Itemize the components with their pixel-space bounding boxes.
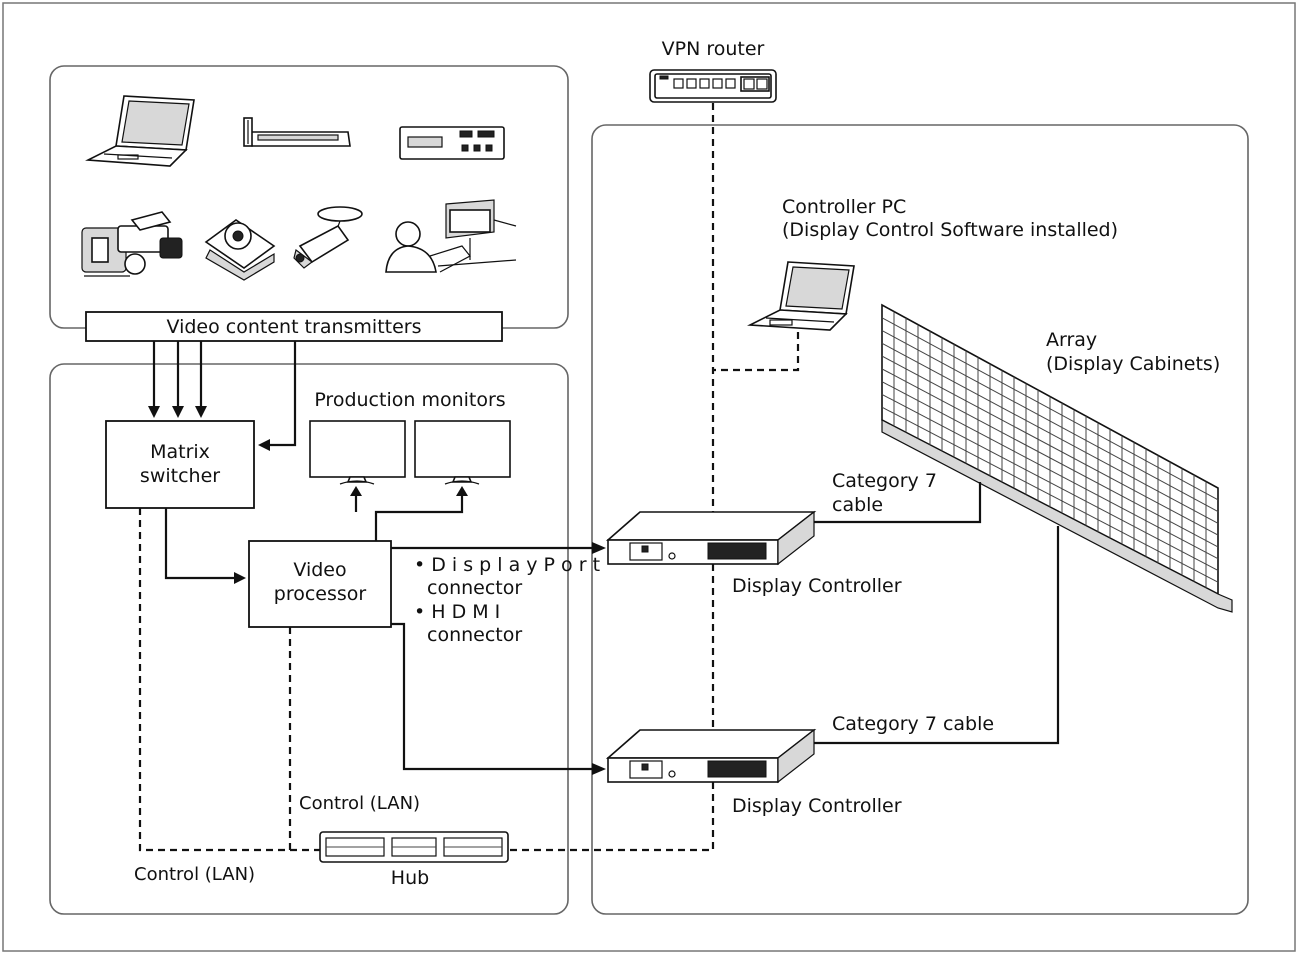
cat7-lower-label: Category 7 cable <box>832 713 994 735</box>
video-processor-label-line2: processor <box>274 583 367 605</box>
array-grid-row <box>881 394 1219 571</box>
hub-icon <box>319 831 509 863</box>
array-grid-row <box>881 342 1219 524</box>
security-camera-icon <box>293 206 363 269</box>
array-label-line2: (Display Cabinets) <box>1046 353 1220 375</box>
production-monitor-right <box>414 420 511 485</box>
display-array-icon <box>881 303 1233 613</box>
array-grid-row <box>881 317 1219 501</box>
arrowheads <box>148 406 606 775</box>
camcorder-icon <box>81 211 183 277</box>
matrix-switcher-label-line2: switcher <box>140 465 220 487</box>
matrix-switcher-label-line1: Matrix <box>150 441 210 463</box>
vpn-router-icon <box>649 69 777 103</box>
array-grid-row <box>881 381 1219 560</box>
video-signal-lines <box>152 341 1060 771</box>
transmitters-bar <box>85 311 503 342</box>
controller-pc-label-line1: Controller PC <box>782 196 906 218</box>
hub-label: Hub <box>391 867 429 889</box>
video-processor-label-line1: Video <box>293 559 346 581</box>
hdmi-connector-label-line1: • H D M I <box>414 601 500 623</box>
presenter-scene-icon <box>385 199 517 273</box>
array-grid-row <box>881 406 1219 583</box>
display-controller-lower-label: Display Controller <box>732 795 902 817</box>
media-player-icon <box>243 117 351 147</box>
array-grid-row <box>881 368 1219 548</box>
displayport-connector-label-line1: • D i s p l a y P o r t <box>414 554 600 576</box>
cat7-upper-label-line2: cable <box>832 494 883 516</box>
production-monitors-label: Production monitors <box>314 389 505 411</box>
cat7-upper-label-line1: Category 7 <box>832 470 937 492</box>
ptz-camera-icon <box>204 219 276 281</box>
matrix-switcher-box <box>105 420 255 509</box>
array-grid-row <box>881 330 1219 512</box>
control-lan-lines <box>138 103 800 852</box>
laptop-icon <box>85 95 195 167</box>
array-grid-row <box>881 355 1219 536</box>
transmitters-label: Video content transmitters <box>167 316 422 338</box>
recorder-icon <box>399 126 505 160</box>
video-processor-box <box>248 540 392 628</box>
hdmi-connector-label-line2: connector <box>427 624 522 646</box>
control-lan-lower-label: Control (LAN) <box>134 864 255 885</box>
controller-pc-icon <box>746 261 855 331</box>
vpn-router-label: VPN router <box>662 38 765 60</box>
array-label-line1: Array <box>1046 329 1097 351</box>
display-controller-lower-icon <box>605 728 817 784</box>
displayport-connector-label-line2: connector <box>427 577 522 599</box>
display-controller-upper-icon <box>605 510 817 566</box>
control-lan-upper-label: Control (LAN) <box>299 793 420 814</box>
display-controller-upper-label: Display Controller <box>732 575 902 597</box>
production-monitor-left <box>309 420 406 485</box>
controller-pc-label-line2: (Display Control Software installed) <box>782 219 1118 241</box>
